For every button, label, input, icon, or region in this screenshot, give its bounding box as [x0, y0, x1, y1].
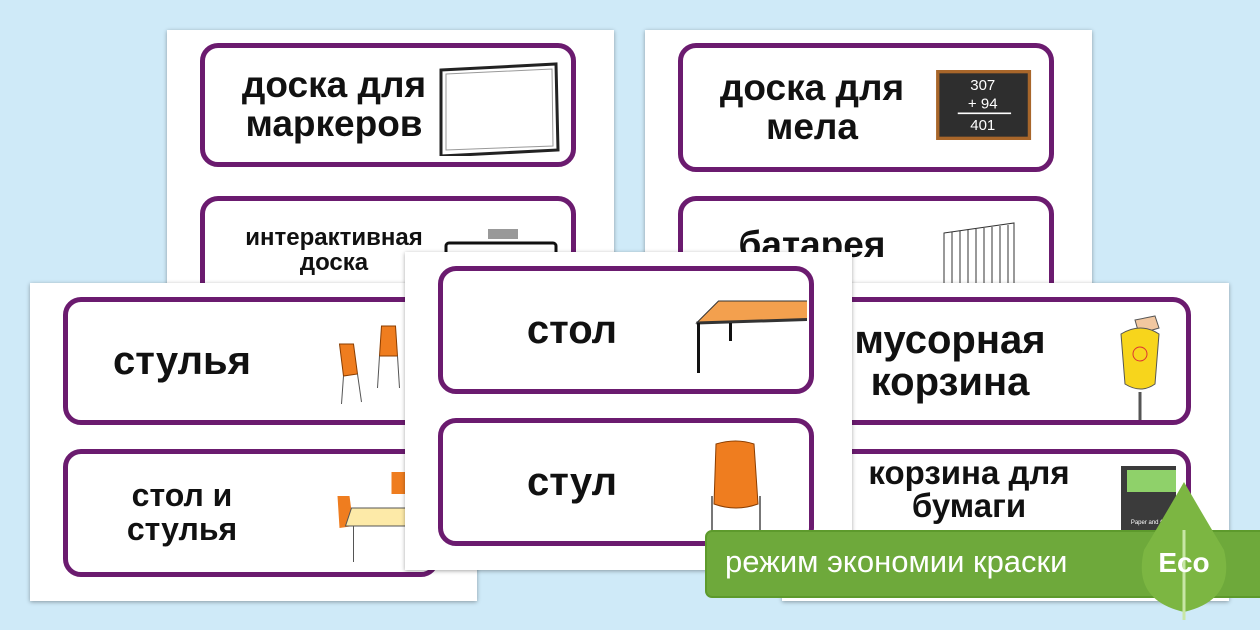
- svg-text:Paper and Card: Paper and Card: [1131, 520, 1173, 526]
- svg-text:307: 307: [970, 77, 995, 94]
- card-rubbish-bin: мусорная корзина: [815, 297, 1191, 425]
- svg-text:401: 401: [970, 117, 995, 134]
- eco-mode-label: режим экономии краски: [725, 544, 1068, 579]
- card-label: доска для мела: [719, 66, 905, 147]
- card-label: стол: [526, 308, 618, 352]
- card-label: стулья: [113, 339, 251, 383]
- flashcard-sheet-center: стол стул: [405, 252, 852, 570]
- flashcard-sheet-back-left: доска для маркеров интерактивная доска: [167, 30, 614, 348]
- card-label: корзина для бумаги: [868, 454, 1070, 524]
- flashcard-sheet-front-left: стулья стол и стулья: [30, 283, 477, 601]
- rubbish-bin-image: [1120, 315, 1160, 420]
- card-table-and-chairs: стол и стулья: [63, 449, 473, 577]
- card-whiteboard: доска для маркеров: [200, 43, 576, 167]
- card-label: мусорная корзина: [854, 318, 1046, 404]
- card-label: доска для маркеров: [241, 64, 427, 144]
- svg-text:+ 94: + 94: [968, 95, 998, 112]
- card-label: интерактивная доска: [245, 223, 423, 276]
- chair-image: [711, 440, 761, 541]
- svg-text:Eco: Eco: [1158, 547, 1209, 578]
- whiteboard-image: [439, 62, 560, 156]
- table-image: [695, 300, 807, 373]
- eco-leaf-icon: Eco: [1141, 482, 1227, 620]
- card-chairs: стулья: [63, 297, 474, 425]
- card-chalkboard: доска для мела 307 + 94 401: [678, 43, 1054, 172]
- card-label: стул: [527, 460, 617, 504]
- card-table: стол: [438, 266, 814, 394]
- card-label: стол и стулья: [126, 477, 238, 547]
- card-chair: стул: [438, 418, 814, 546]
- chalkboard-image: 307 + 94 401: [936, 70, 1032, 140]
